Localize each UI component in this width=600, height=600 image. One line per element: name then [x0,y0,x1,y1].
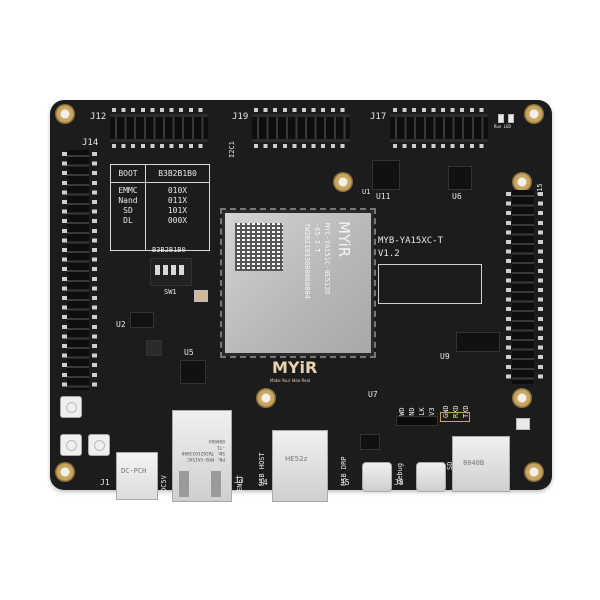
dc-power-jack[interactable]: DC-PCH [116,452,158,500]
run-led-label: Run LED [494,124,511,129]
u5-chip [180,360,206,384]
som-module: MYiR MYC-YA151C-4E512D -65-I-T TW2021033… [220,208,376,358]
j17-pin-labels [393,144,489,148]
mounting-hole [333,172,353,192]
sw1-label: SW1 [164,288,177,296]
button-s2[interactable] [60,434,82,456]
u11-label: U11 [376,192,391,201]
boot-value-dl: 000X [167,216,188,225]
ethernet-label: PN: MYB-YA15XC SN: TW2021033000 -T1 0000… [181,438,225,461]
usb-host-port[interactable]: HE52z [272,430,328,502]
j12-pin-labels [112,108,208,112]
u6-label: U6 [452,192,462,201]
mounting-hole [256,388,276,408]
u7-label: U7 [368,390,378,399]
label-area [378,264,482,304]
boot-mode-table: BOOT B3B2B1B0 EMMC Nand SD DL 010X 011X … [110,164,210,251]
mounting-hole [512,388,532,408]
boot-value-sd: 101X [167,206,188,215]
mounting-hole [55,104,75,124]
run-led [498,114,504,123]
boot-value-nand: 011X [167,196,188,205]
som-serial: TW2021033000060004 [303,223,311,299]
button-s3[interactable] [88,434,110,456]
j15-header [512,190,534,384]
qr-code [235,223,283,271]
u1-label: U1 [362,188,371,196]
boot-header: BOOT [111,165,146,182]
j19-pin-labels [254,108,350,112]
usb-drp-port[interactable] [362,462,392,492]
sd-card-slot[interactable]: 8040B [452,436,510,492]
boot-value-emmc: 010X [167,186,188,195]
j14-pin-labels [62,152,67,388]
sd-card-marking: 8040B [463,459,485,467]
j19-label: J19 [232,112,249,122]
mounting-hole [55,462,75,482]
usb-host-marking: HE52z [285,455,308,463]
j19-header [252,114,350,142]
dip-switch[interactable] [150,258,192,286]
mounting-hole [524,462,544,482]
capacitor [194,290,208,302]
user-led [508,114,514,123]
swd-header[interactable] [396,416,438,426]
j17-header [390,114,488,142]
battery-connector[interactable] [516,418,530,430]
button-s1[interactable] [60,396,82,418]
j5-label: J5 [340,478,350,487]
j1-label: J1 [100,478,110,487]
j3-label: J3 [234,476,244,485]
u5-label: U5 [184,348,194,357]
u9-chip [456,332,500,352]
mounting-hole [512,172,532,192]
som-brand: MYiR [335,221,353,258]
som-part-number: MYC-YA151C-4E512D [323,223,331,295]
brand-slogan: Make Your Idea Real [270,378,311,383]
j14-label: J14 [82,138,99,148]
mounting-hole [524,104,544,124]
u2-chip [130,312,154,328]
boot-bits-header: B3B2B1B0 [158,169,197,178]
u7-chip [360,434,380,450]
j19-pin-labels [254,144,350,148]
dc-label: DC5V [160,475,168,492]
j14-pin-labels [92,152,97,388]
pcb-board: J12 J19 I2C1 J17 Run LED J14 J15 BOOT B3… [50,100,552,502]
ethernet-port[interactable]: PN: MYB-YA15XC SN: TW2021033000 -T1 0000… [172,410,232,502]
dip-switch-levers[interactable] [155,265,187,275]
boot-mode-dl: DL [123,216,133,225]
j12-header [110,114,208,142]
boot-mode-emmc: EMMC [118,186,138,195]
ethernet-led-window [211,471,221,497]
j15-pin-labels [506,192,511,382]
u2-label: U2 [116,320,126,329]
j12-pin-labels [112,144,208,148]
inductor [146,340,162,356]
uart-header[interactable] [440,412,470,422]
u9-label: U9 [440,352,450,361]
board-model: MYB-YA15XC-T [378,236,444,246]
dc-jack-marking: DC-PCH [121,467,147,475]
i2c-label: I2C1 [228,141,236,158]
board-version: V1.2 [378,249,400,259]
dip-switch-label: B3B2B1B0 [152,246,186,254]
j8-label: J8 [394,478,404,487]
boot-mode-sd: SD [123,206,133,215]
j15-pin-labels [538,192,543,382]
j17-label: J17 [370,112,387,122]
j12-label: J12 [90,112,107,122]
boot-mode-nand: Nand [118,196,138,205]
ethernet-led-window [179,471,189,497]
som-part-suffix: -65-I-T [313,223,321,253]
debug-usb-port[interactable] [416,462,446,492]
j4-label: J4 [258,478,268,487]
j14-header [67,150,89,390]
brand-logo: MYiR [272,358,318,377]
u6-chip [448,166,472,190]
sd-label: SD [446,461,454,470]
j17-pin-labels [393,108,489,112]
u11-chip [372,160,400,190]
